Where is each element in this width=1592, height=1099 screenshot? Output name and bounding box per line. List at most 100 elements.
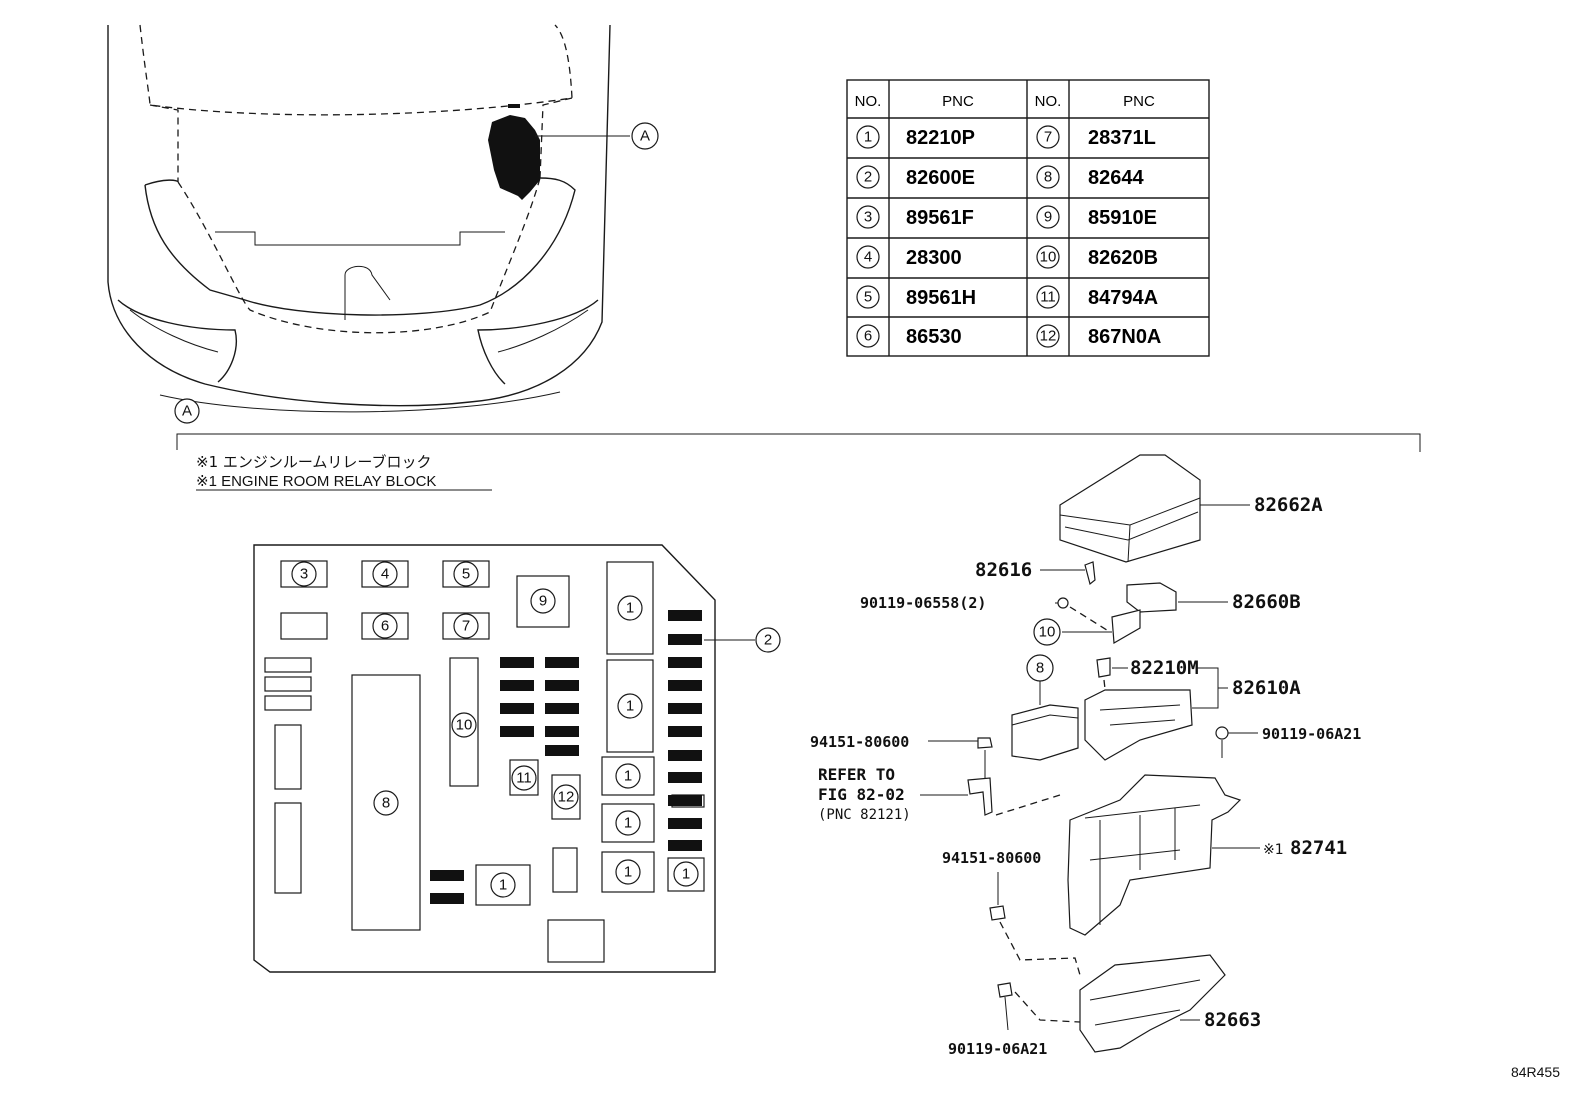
table-header-no-1: NO. — [855, 93, 882, 110]
label-relay: 82210M — [1130, 657, 1199, 679]
table-pnc: 82210P — [906, 127, 975, 149]
slot-number: 3 — [300, 566, 308, 583]
mini-fuse — [668, 610, 702, 621]
table-pnc: 82600E — [906, 167, 975, 189]
mini-fuse — [500, 726, 534, 737]
slot-number-circle — [553, 784, 579, 810]
mini-fuse — [668, 818, 702, 829]
label-nut-left: 94151-80600 — [810, 733, 909, 751]
slot-number: 1 — [624, 815, 632, 832]
slot-number-circle — [451, 712, 477, 738]
label-bolt-upper: 90119-06558(2) — [860, 594, 986, 612]
table-no: 6 — [864, 328, 872, 345]
table-no: 8 — [1044, 169, 1052, 186]
table-no: 3 — [864, 209, 872, 226]
table-no-circle — [856, 285, 880, 309]
mini-fuse — [668, 726, 702, 737]
slot-number-circle — [373, 790, 399, 816]
slot-number: 8 — [382, 795, 390, 812]
table-no-circle — [856, 165, 880, 189]
table-no-circle — [856, 245, 880, 269]
label-item-8: 8 — [1036, 660, 1044, 677]
slot-number-circle — [372, 613, 398, 639]
table-pnc: 82620B — [1088, 247, 1158, 269]
table-no-circle — [1036, 285, 1060, 309]
label-refer-line1: REFER TO — [818, 765, 895, 784]
label-bolt-right: 90119-06A21 — [1262, 725, 1361, 743]
table-no-circle — [1036, 205, 1060, 229]
table-pnc: 28371L — [1088, 127, 1156, 149]
section-marker: A — [174, 398, 1421, 452]
table-no: 5 — [864, 289, 872, 306]
table-no: 9 — [1044, 209, 1052, 226]
label-refer-line2: FIG 82-02 — [818, 785, 905, 804]
slot-number: 1 — [624, 864, 632, 881]
mini-fuse — [668, 657, 702, 668]
slot-number-circle — [755, 627, 781, 653]
table-no-circle — [1036, 125, 1060, 149]
label-sub-assembly: 82610A — [1232, 677, 1301, 699]
label-lower-cover: 82663 — [1204, 1009, 1261, 1031]
mini-fuse — [500, 680, 534, 691]
caption-japanese: ※1 エンジンルームリレーブロック — [196, 453, 432, 471]
slot-number-circle — [530, 588, 556, 614]
mini-fuse — [500, 657, 534, 668]
label-cover: 82662A — [1254, 494, 1323, 516]
slot-number: 1 — [626, 698, 634, 715]
mini-fuse — [430, 870, 464, 881]
table-no-circle — [1036, 245, 1060, 269]
slot-number-circle — [615, 810, 641, 836]
diagram-id: 84R455 — [1511, 1064, 1560, 1080]
slot-number-circle — [453, 613, 479, 639]
section-marker-label: A — [182, 403, 192, 420]
mini-fuse — [668, 840, 702, 851]
table-pnc: 28300 — [906, 247, 962, 269]
table-no: 4 — [864, 249, 872, 266]
label-box: 82741 — [1290, 837, 1347, 859]
slot-number: 1 — [624, 768, 632, 785]
label-clip: 82616 — [975, 559, 1032, 581]
table-no-circle — [1036, 165, 1060, 189]
label-box-prefix: ※1 — [1263, 842, 1284, 858]
table-pnc: 84794A — [1088, 287, 1158, 309]
slot-number: 2 — [764, 632, 772, 649]
mini-fuse — [668, 795, 702, 806]
table-header-pnc-1: PNC — [942, 93, 974, 110]
slot-number-circle — [511, 765, 537, 791]
slot-number: 11 — [516, 770, 532, 787]
table-pnc: 89561H — [906, 287, 976, 309]
slot-number: 1 — [682, 866, 690, 883]
label-refer-line3: (PNC 82121) — [818, 807, 911, 823]
table-no-circle — [856, 205, 880, 229]
mini-fuse — [545, 657, 579, 668]
caption-english: ※1 ENGINE ROOM RELAY BLOCK — [196, 473, 436, 490]
table-no: 1 — [864, 129, 872, 146]
table-pnc: 89561F — [906, 207, 974, 229]
table-no-circle — [1036, 324, 1060, 348]
circle-item-10 — [1033, 618, 1061, 646]
view-marker-a — [631, 122, 659, 150]
mini-fuse — [545, 680, 579, 691]
slot-number-circle — [615, 763, 641, 789]
mini-fuse — [668, 680, 702, 691]
mini-fuse — [545, 703, 579, 714]
table-no: 2 — [864, 169, 872, 186]
table-no: 10 — [1040, 249, 1057, 266]
view-marker-a-label: A — [640, 128, 650, 145]
mini-fuse — [668, 750, 702, 761]
slot-number: 6 — [381, 618, 389, 635]
slot-number-circle — [490, 872, 516, 898]
mini-fuse — [545, 726, 579, 737]
slot-number-circle — [615, 859, 641, 885]
slot-number-circle — [673, 861, 699, 887]
slot-number: 10 — [456, 717, 473, 734]
label-item-10: 10 — [1039, 624, 1056, 641]
table-header-pnc-2: PNC — [1123, 93, 1155, 110]
slot-number: 7 — [462, 618, 470, 635]
slot-number: 1 — [626, 600, 634, 617]
